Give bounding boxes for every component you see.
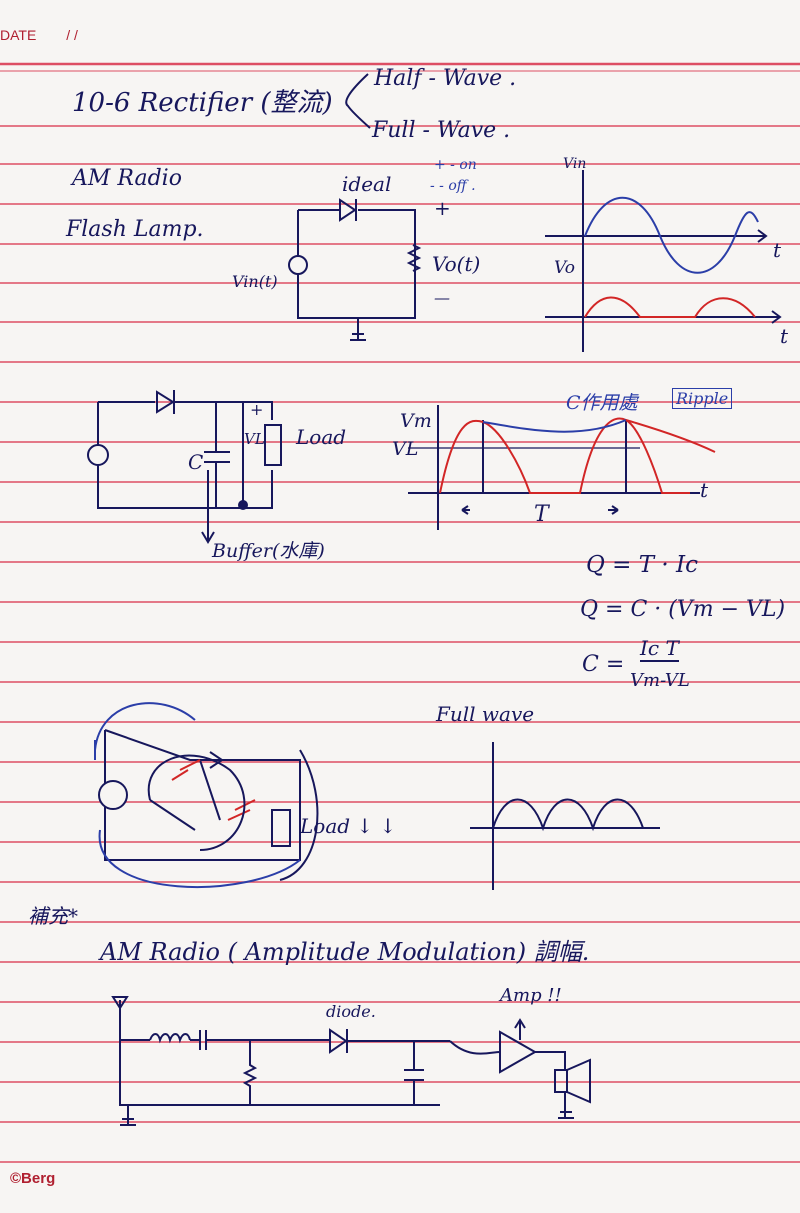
full-wave-label: Full - Wave .: [372, 118, 511, 143]
vl-label: VL: [244, 430, 265, 448]
app-flash-lamp: Flash Lamp.: [66, 217, 204, 242]
period-label: T: [534, 502, 549, 527]
on-note: + - on: [434, 157, 477, 173]
date-label: DATE: [0, 27, 37, 43]
half-wave-circuit: [288, 198, 422, 341]
buffer-label: Buffer(水庫): [212, 540, 325, 562]
am-radio-circuit: [111, 996, 591, 1126]
equation-2: Q = C · (Vm − VL): [580, 597, 786, 622]
date-header: DATE / /: [0, 27, 78, 43]
minus-terminal: —: [434, 288, 450, 307]
half-wave-label: Half - Wave .: [374, 66, 517, 91]
ideal-label: ideal: [342, 172, 392, 196]
t-axis-1: t: [773, 238, 782, 262]
amp-label: Amp !!: [500, 985, 562, 1006]
t-axis-3: t: [700, 478, 709, 502]
vo-label: Vo(t): [432, 252, 481, 276]
ripple-graph: [408, 405, 716, 530]
vm-label: Vm: [400, 410, 432, 432]
bridge-load-label: Load ↓ ↓: [300, 814, 397, 838]
equation-3-num: Ic T: [640, 636, 679, 662]
input-output-graph: [545, 170, 782, 352]
off-note-text: - - off .: [430, 178, 476, 194]
filter-plus: +: [250, 400, 264, 419]
t-axis-2: t: [780, 324, 789, 348]
date-separators: / /: [66, 27, 78, 43]
graph-vl-label: VL: [392, 438, 419, 460]
graph-vin-label: Vin: [563, 156, 587, 172]
equation-3-lhs: C =: [582, 652, 625, 677]
equation-3-den: Vm-VL: [630, 670, 690, 691]
ruled-lines: [0, 62, 800, 1163]
am-radio-title: AM Radio ( Amplitude Modulation) 調幅.: [100, 938, 590, 966]
plus-terminal: +: [434, 196, 451, 220]
full-wave-graph: [470, 742, 660, 890]
vin-label: Vin(t): [232, 272, 278, 291]
graph-vo-label: Vo: [554, 258, 575, 278]
equation-1: Q = T · Ic: [586, 552, 698, 578]
app-am-radio: AM Radio: [72, 166, 182, 191]
ripple-box: Ripple: [672, 388, 733, 409]
section-title: 10-6 Rectifier (整流): [72, 88, 333, 118]
load-label: Load: [296, 425, 347, 449]
supplement-label: 補充*: [28, 904, 78, 928]
bridge-circuit: [94, 702, 319, 888]
diode-label: diode.: [326, 1002, 376, 1021]
full-wave-graph-label: Full wave: [436, 702, 535, 726]
title-bracket: [345, 73, 371, 129]
watermark: ©Berg: [10, 1170, 56, 1187]
c-label: C: [188, 450, 204, 474]
c-note: C作用處: [566, 392, 638, 414]
filter-circuit: [87, 390, 282, 544]
